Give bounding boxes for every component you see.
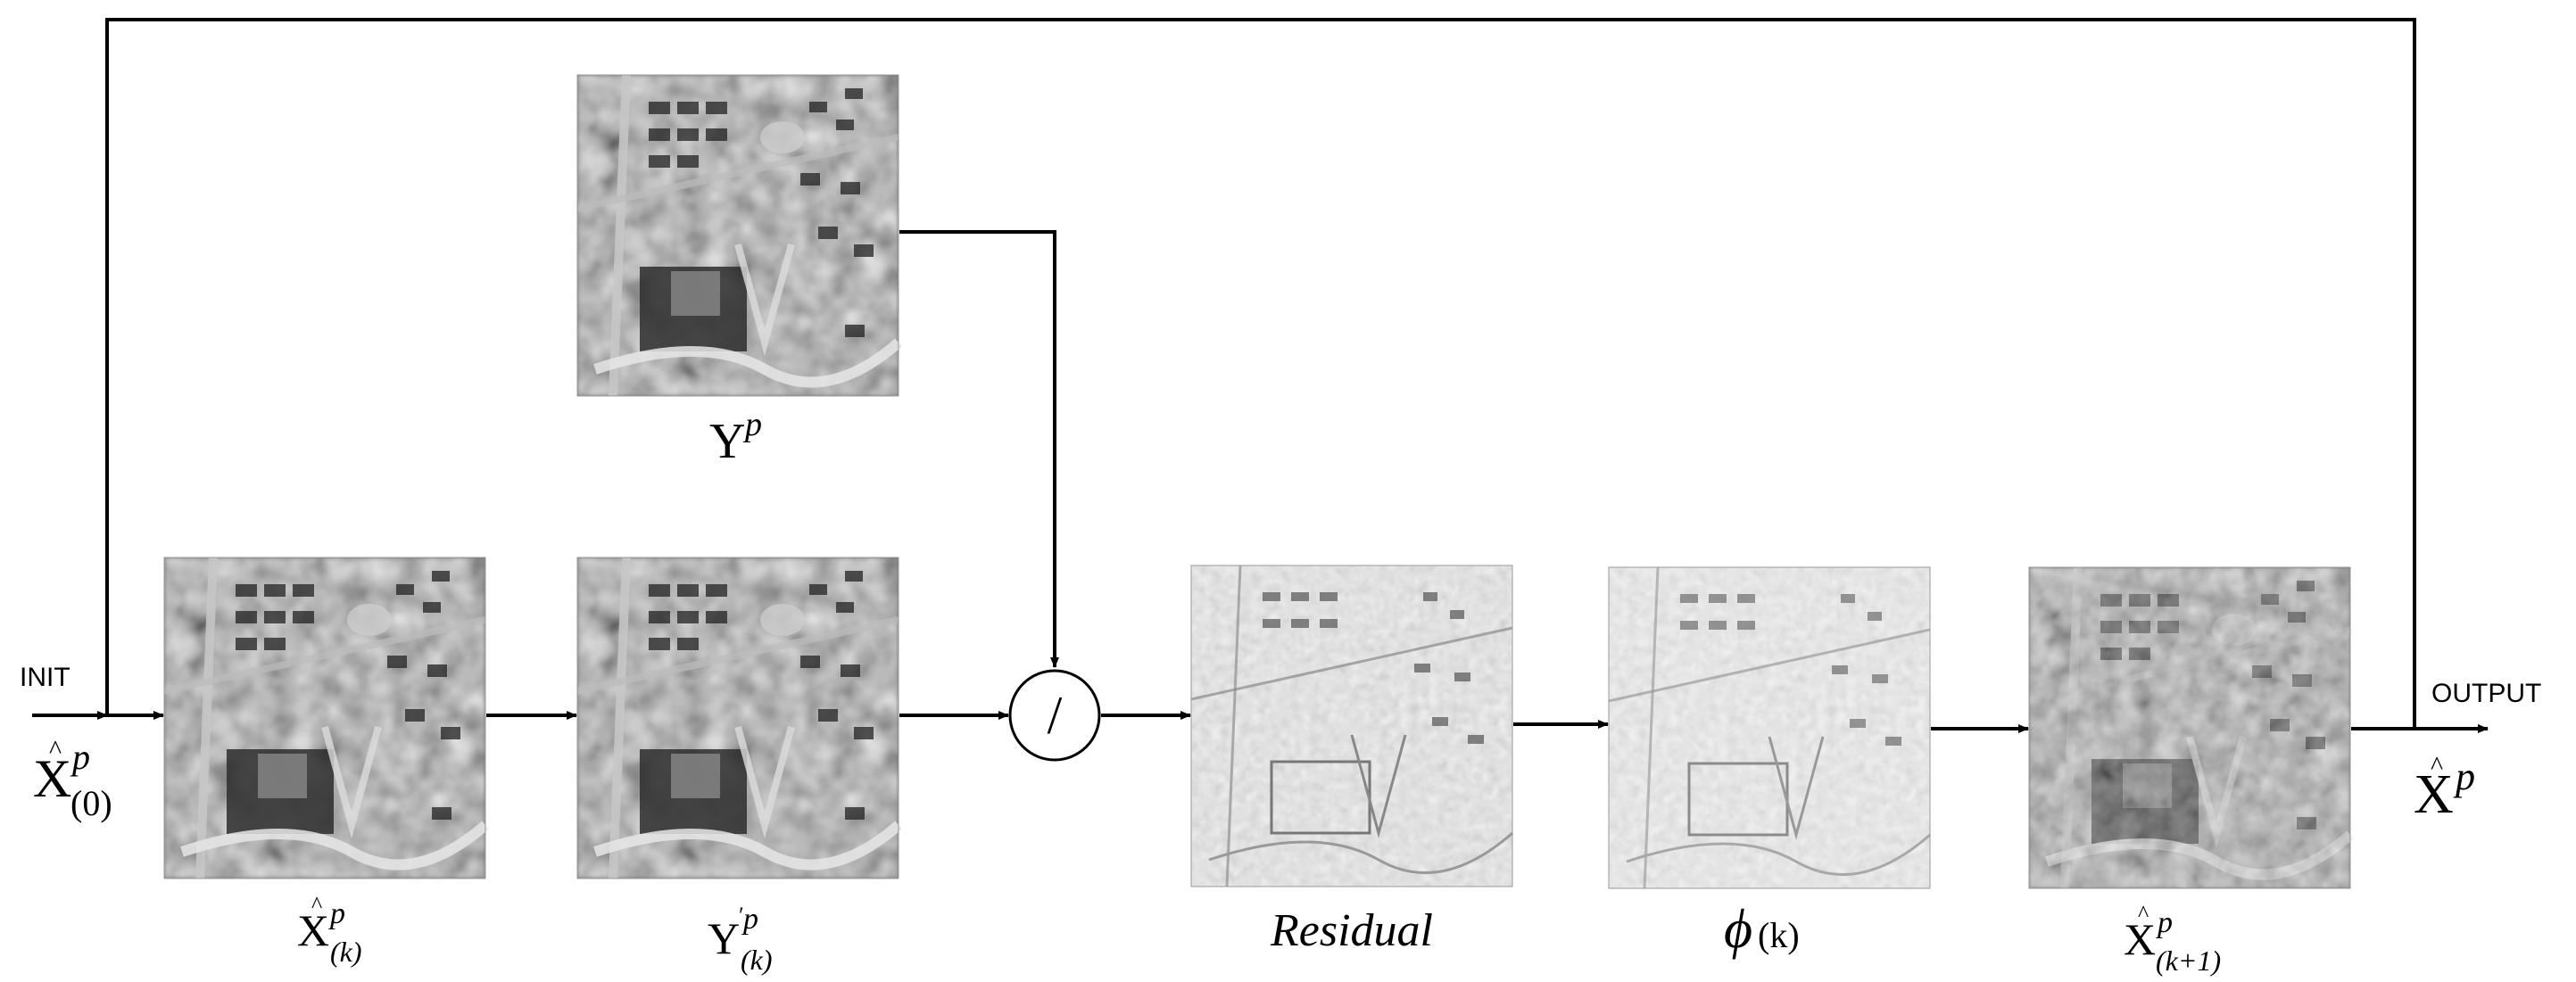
x-hat-k-image	[164, 557, 485, 879]
svg-text:(k): (k)	[330, 936, 362, 968]
svg-text:^: ^	[2138, 901, 2149, 927]
svg-text:(k): (k)	[741, 944, 773, 976]
connectors	[32, 18, 2489, 733]
svg-text:X: X	[2414, 764, 2454, 825]
x-hat-k-label: X ^ p (k)	[297, 892, 362, 968]
svg-text:X: X	[2124, 914, 2156, 964]
svg-text:p: p	[2453, 755, 2475, 798]
y-p-label: Y p	[709, 406, 762, 469]
svg-text:p: p	[741, 903, 758, 936]
svg-text:^: ^	[311, 892, 322, 918]
phi-k-label: ϕ (k)	[1724, 899, 1800, 960]
svg-text:^: ^	[49, 735, 62, 764]
arrow-yp-to-div	[899, 230, 1059, 668]
y-prime-k-image	[577, 557, 899, 879]
svg-text:Y: Y	[708, 913, 740, 963]
y-prime-k-label: Y ′ p (k)	[708, 903, 773, 976]
division-symbol: /	[1048, 686, 1063, 745]
init-label: INIT	[20, 663, 70, 692]
x-hat-out-label: X ^ p	[2414, 751, 2475, 825]
svg-text:X: X	[33, 749, 71, 808]
svg-text:ϕ: ϕ	[1724, 899, 1752, 960]
output-label: OUTPUT	[2431, 679, 2541, 708]
residual-label: Residual	[1270, 905, 1433, 956]
svg-text:p: p	[328, 897, 345, 930]
svg-text:p: p	[70, 737, 90, 777]
x-hat-init-label: X ^ p (0)	[33, 735, 112, 823]
x-hat-k1-image	[2029, 567, 2350, 888]
y-p-image	[577, 75, 899, 396]
x-hat-k1-label: X ^ p (k+1)	[2124, 901, 2221, 977]
svg-text:Y: Y	[709, 414, 745, 469]
svg-text:p: p	[2156, 906, 2173, 939]
phi-k-image	[1609, 567, 1930, 888]
svg-text:^: ^	[2431, 751, 2443, 780]
feedback-loop	[105, 18, 2416, 729]
division-node: /	[1008, 669, 1101, 762]
residual-image	[1191, 565, 1512, 887]
svg-text:(0): (0)	[70, 783, 112, 823]
svg-text:(k): (k)	[1758, 915, 1800, 955]
svg-text:X: X	[297, 905, 329, 955]
svg-text:p: p	[742, 406, 762, 443]
svg-text:(k+1): (k+1)	[2156, 945, 2221, 977]
svg-text:′: ′	[739, 903, 744, 928]
